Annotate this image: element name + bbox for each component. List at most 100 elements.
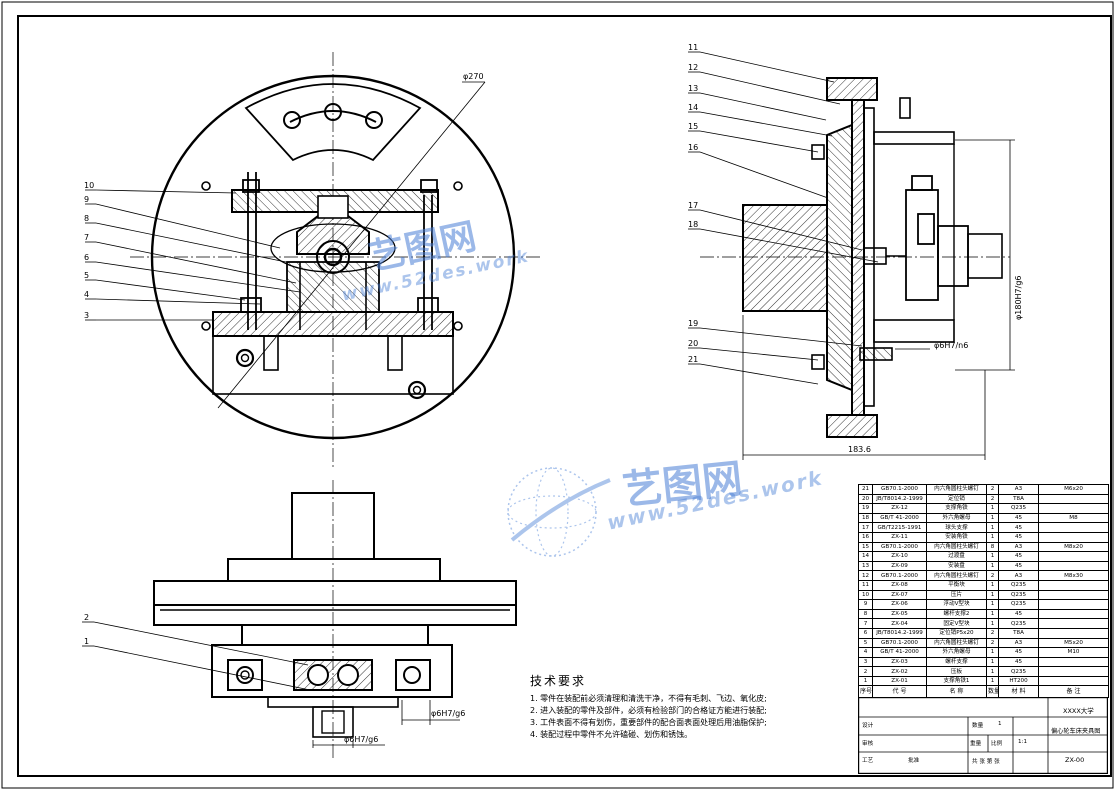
bom-cell: ZX-08	[872, 579, 927, 591]
school-name: XXXX大学	[1063, 707, 1094, 715]
bom-cell: 9	[858, 599, 873, 610]
bom-cell: ZX-11	[872, 531, 927, 543]
callout-label: 14	[688, 103, 698, 112]
bom-cell: Q235	[998, 589, 1039, 601]
bom-cell	[1038, 627, 1109, 639]
bom-cell: 固定V型块	[926, 618, 987, 629]
bom-cell: M8	[1038, 512, 1109, 524]
bom-cell: 5	[858, 637, 873, 649]
bom-cell: T8A	[998, 627, 1039, 639]
bom-cell: GB/T 41-2000	[872, 512, 927, 524]
bom-cell	[1038, 531, 1109, 543]
bom-cell: Q235	[998, 579, 1039, 591]
scale-value: 1:1	[1018, 739, 1028, 745]
side-view	[700, 77, 1010, 438]
bom-cell: 45	[998, 608, 1039, 620]
bom-cell: T8A	[998, 493, 1039, 505]
bom-cell: 安装盘	[926, 560, 987, 572]
bom-cell	[1038, 503, 1109, 514]
bom-cell: 内六角圆柱头螺钉	[926, 570, 987, 581]
bom-cell: 1	[986, 656, 999, 668]
weight-label: 重量	[970, 741, 982, 747]
drawing-number: ZX-00	[1065, 756, 1085, 764]
bom-cell	[1038, 618, 1109, 629]
callout-label: 9	[84, 195, 89, 204]
bom-cell: 螺杆支撑2	[926, 608, 987, 620]
bom-cell: M8x20	[1038, 541, 1109, 553]
bom-cell: 内六角圆柱头螺钉	[926, 541, 987, 553]
base-plate	[212, 311, 454, 337]
bom-cell: HT200	[998, 675, 1039, 687]
bom-cell: A3	[998, 570, 1039, 581]
bom-cell: 45	[998, 647, 1039, 658]
bom-cell: 2	[986, 627, 999, 639]
bom-cell: 14	[858, 551, 873, 562]
bom-cell	[1038, 608, 1109, 620]
bom-cell: 支撑角铁	[926, 503, 987, 514]
bom-cell: 1	[986, 551, 999, 562]
title-block: 设计 审核 工艺 批准 数量 1 重量 比例 1:1 共 张 第 张 XXXX大…	[858, 697, 1108, 774]
bom-cell	[1038, 579, 1109, 591]
bom-cell: 11	[858, 579, 873, 591]
bom-cell: 定位销	[926, 493, 987, 505]
bom-cell: A3	[998, 637, 1039, 649]
bom-cell: 15	[858, 541, 873, 553]
front-leaders	[85, 81, 486, 409]
bom-cell	[1038, 493, 1109, 505]
callout-label: 11	[688, 43, 698, 52]
bom-cell: 支撑角铁1	[926, 675, 987, 687]
tech-line: 3. 工件表面不得有划伤，重要部件的配合面表面处理后用油脂保护;	[530, 718, 767, 727]
title-block-grid	[858, 697, 1108, 774]
bom-cell	[1038, 675, 1109, 687]
bom-cell: 17	[858, 522, 873, 533]
top-callout-labels: 2 1 φ6H7/g6 φ6H7/g6	[84, 613, 465, 744]
bom-cell: 7	[858, 618, 873, 629]
dim-fit-bottom-right: φ6H7/g6	[431, 709, 465, 718]
bom-cell	[1038, 599, 1109, 610]
bom-cell: 45	[998, 551, 1039, 562]
bom-cell: ZX-10	[872, 551, 927, 562]
callout-label: 5	[84, 271, 89, 280]
bom-cell: ZX-04	[872, 618, 927, 629]
callout-label: 20	[688, 339, 698, 348]
bom-cell: 2	[986, 493, 999, 505]
bom-cell: 19	[858, 503, 873, 514]
bom-cell: 13	[858, 560, 873, 572]
bom-cell: 外六角螺母	[926, 647, 987, 658]
bom-cell: 1	[986, 608, 999, 620]
tech-line: 1. 零件在装配前必须清理和清洗干净，不得有毛刺、飞边、氧化皮;	[530, 694, 767, 703]
callout-label: 8	[84, 214, 89, 223]
bom-cell: ZX-03	[872, 656, 927, 668]
bom-cell: GB70.1-2000	[872, 637, 927, 649]
bom-cell: 1	[986, 599, 999, 610]
bom-cell: 过渡盘	[926, 551, 987, 562]
top-view	[153, 480, 517, 760]
bom-cell: M8x30	[1038, 570, 1109, 581]
front-view	[130, 52, 540, 470]
bom-cell: GB70.1-2000	[872, 484, 927, 495]
callout-label: 16	[688, 143, 698, 152]
front-callout-labels: 10 9 8 7 6 5 4 3 φ270	[84, 72, 484, 320]
bom-cell: ZX-09	[872, 560, 927, 572]
qty-value: 1	[998, 721, 1002, 727]
bom-cell: 2	[986, 484, 999, 495]
bom-cell: A3	[998, 484, 1039, 495]
craft-label: 工艺	[862, 758, 874, 764]
tech-line: 4. 装配过程中零件不允许磕碰、划伤和锈蚀。	[530, 730, 693, 739]
bom-cell: 压片	[926, 589, 987, 601]
bom-cell: 1	[986, 503, 999, 514]
callout-label: 18	[688, 220, 698, 229]
spindle-hub	[742, 204, 828, 312]
bom-cell: ZX-12	[872, 503, 927, 514]
